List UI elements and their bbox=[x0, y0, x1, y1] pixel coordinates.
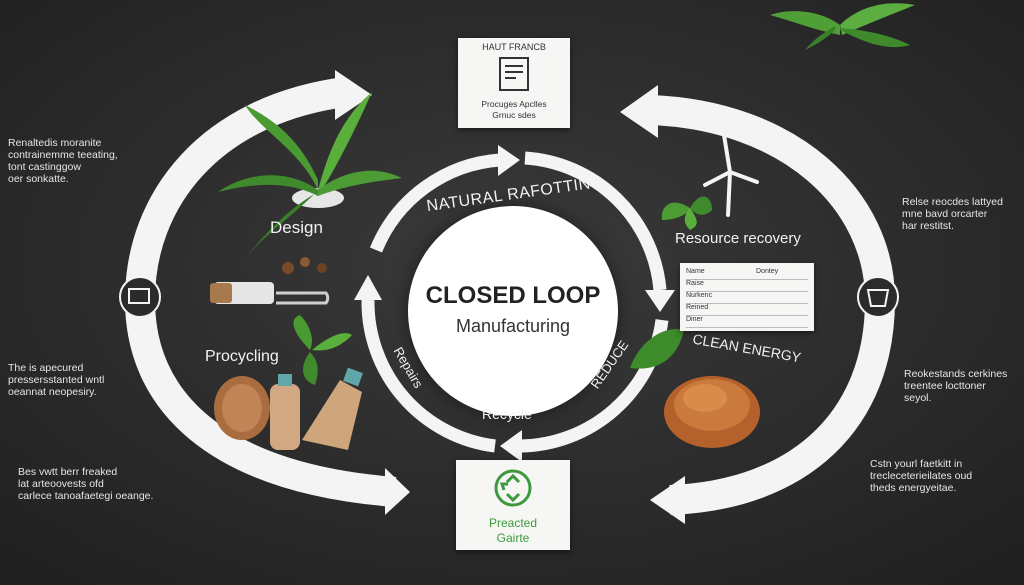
note-line: seyol. bbox=[904, 392, 932, 404]
inner-arrowhead-3 bbox=[500, 430, 522, 462]
form-field-label: Dontey bbox=[756, 268, 779, 275]
leaf-cluster bbox=[661, 196, 712, 230]
plant-illustration-top-left bbox=[218, 92, 402, 255]
truck-icon bbox=[119, 276, 161, 318]
note-line: har restitst. bbox=[902, 220, 954, 232]
note-line: Relse reocdes lattyed bbox=[902, 196, 1003, 208]
plant-illustration-top-right bbox=[770, 3, 915, 50]
leaf-icon bbox=[630, 329, 684, 369]
note-line: Reokestands cerkines bbox=[904, 368, 1008, 380]
note-line: Cstn yourl faetkitt in bbox=[870, 458, 963, 470]
note-left-mid: The is apecured pressersstanted wntl oea… bbox=[8, 362, 104, 398]
form-field-label: Raise bbox=[686, 280, 704, 287]
form-row: Nurkenc bbox=[686, 292, 808, 304]
note-line: theds energyeitae. bbox=[870, 482, 957, 494]
note-line: tont castinggow bbox=[8, 161, 81, 173]
note-line: The is apecured bbox=[8, 362, 84, 374]
document-icon bbox=[499, 57, 529, 91]
form-row: Diner bbox=[686, 316, 808, 328]
recycle-icon bbox=[494, 469, 532, 507]
materials-illustration bbox=[210, 257, 363, 450]
note-right-top: Relse reocdes lattyed mne bavd orcarter … bbox=[902, 196, 1003, 232]
leaf-sprig bbox=[293, 315, 352, 385]
outer-right-arrowhead-bottom bbox=[650, 476, 685, 524]
form-row: Raise bbox=[686, 280, 808, 292]
inner-arc-top-left bbox=[369, 153, 501, 253]
inner-arrowhead-1 bbox=[498, 145, 520, 176]
note-line: oer sonkatte. bbox=[8, 173, 69, 185]
inner-arrowhead-4 bbox=[354, 275, 382, 300]
inner-arc-top-right bbox=[524, 151, 667, 291]
form-field-label: Nurkenc bbox=[686, 292, 713, 299]
form-row: Name Dontey bbox=[686, 268, 808, 280]
inner-arrowhead-2 bbox=[645, 290, 675, 312]
bottom-card-line-1: Preacted bbox=[488, 516, 538, 530]
bottom-card: Preacted Gairte bbox=[456, 460, 570, 550]
outer-left-arrowhead-bottom bbox=[385, 468, 410, 515]
note-left-bottom: Bes vwtt berr freaked lat arteoovests of… bbox=[18, 466, 153, 502]
stage-resource-recovery: Resource recovery bbox=[675, 230, 801, 247]
form-field-label: Reined bbox=[686, 304, 709, 311]
center-circle: CLOSED LOOP Manufacturing bbox=[408, 206, 618, 416]
top-card-caption-2: Grnuc sdes bbox=[492, 110, 536, 120]
fiber-pile-illustration bbox=[664, 376, 760, 448]
note-line: trecleceterieilates oud bbox=[870, 470, 973, 482]
top-card-caption-1: Procuges Apclles bbox=[481, 99, 547, 109]
top-card: HAUT FRANCB Procuges Apclles Grnuc sdes bbox=[458, 38, 570, 128]
bin-icon bbox=[857, 276, 899, 318]
note-line: mne bavd orcarter bbox=[902, 208, 988, 220]
note-right-bottom: Cstn yourl faetkitt in trecleceterieilat… bbox=[870, 458, 972, 494]
bottom-card-line-2: Gairte bbox=[496, 531, 530, 545]
note-line: lat arteoovests ofd bbox=[18, 478, 104, 490]
note-left-top: Renaltedis moranite contrainemme teeatin… bbox=[8, 137, 118, 185]
center-subtitle: Manufacturing bbox=[455, 316, 571, 336]
note-line: carlece tanoafaetegi oeange. bbox=[18, 490, 154, 502]
note-line: pressersstanted wntl bbox=[8, 374, 105, 386]
outer-right-arrowhead-top bbox=[620, 85, 658, 138]
center-title: CLOSED LOOP bbox=[425, 282, 601, 309]
stage-procycling: Procycling bbox=[205, 348, 279, 365]
stage-recycle: Recycle bbox=[482, 406, 532, 422]
note-line: oeannat neopesiry. bbox=[8, 386, 97, 398]
inner-arc-bottom-left bbox=[361, 299, 496, 453]
note-line: Bes vwtt berr freaked bbox=[18, 466, 118, 478]
wind-turbine-icon bbox=[703, 133, 759, 217]
note-line: treentee locttoner bbox=[904, 380, 986, 392]
note-line: contrainemme teeating, bbox=[8, 149, 118, 161]
note-line: Renaltedis moranite bbox=[8, 137, 102, 149]
outer-left-arrowhead-top bbox=[335, 70, 372, 120]
top-card-title: HAUT FRANCB bbox=[482, 42, 546, 52]
form-field-label: Name bbox=[686, 268, 705, 275]
note-right-mid: Reokestands cerkines treentee locttoner … bbox=[904, 368, 1007, 404]
form-row: Reined bbox=[686, 304, 808, 316]
stage-design: Design bbox=[270, 218, 323, 237]
form-field-label: Diner bbox=[686, 316, 703, 323]
